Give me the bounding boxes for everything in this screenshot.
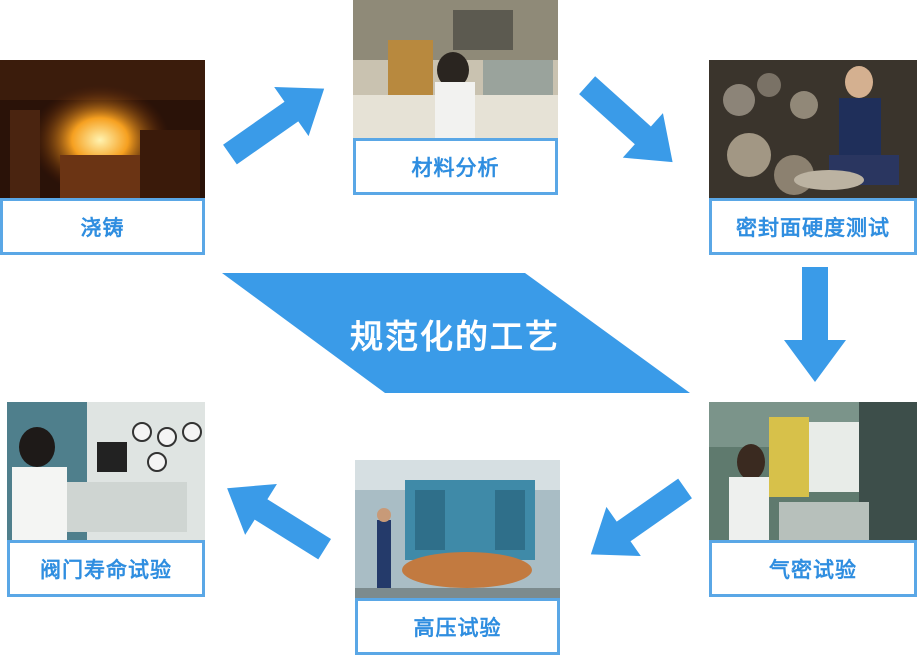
arrow-down-right-icon	[579, 76, 673, 163]
step-label-air-tightness-test: 气密试验	[709, 540, 917, 597]
banner-title: 规范化的工艺	[350, 317, 560, 356]
high-pressure-test-photo	[355, 460, 560, 598]
arrow-up-left-icon	[227, 483, 332, 560]
arrow-up-right-icon	[223, 86, 325, 165]
air-tightness-test-photo	[709, 402, 917, 540]
casting-photo	[0, 60, 205, 198]
material-analysis-photo	[353, 0, 558, 138]
sealing-hardness-test-photo	[709, 60, 917, 198]
step-label-sealing-hardness-test: 密封面硬度测试	[709, 198, 917, 255]
step-label-casting: 浇铸	[0, 198, 205, 255]
step-label-high-pressure-test: 高压试验	[355, 598, 560, 655]
step-label-material-analysis: 材料分析	[353, 138, 558, 195]
valve-life-test-photo	[7, 402, 205, 540]
arrow-down-icon	[784, 267, 846, 382]
step-label-valve-life-test: 阀门寿命试验	[7, 540, 205, 597]
arrow-down-left-icon	[590, 478, 692, 557]
